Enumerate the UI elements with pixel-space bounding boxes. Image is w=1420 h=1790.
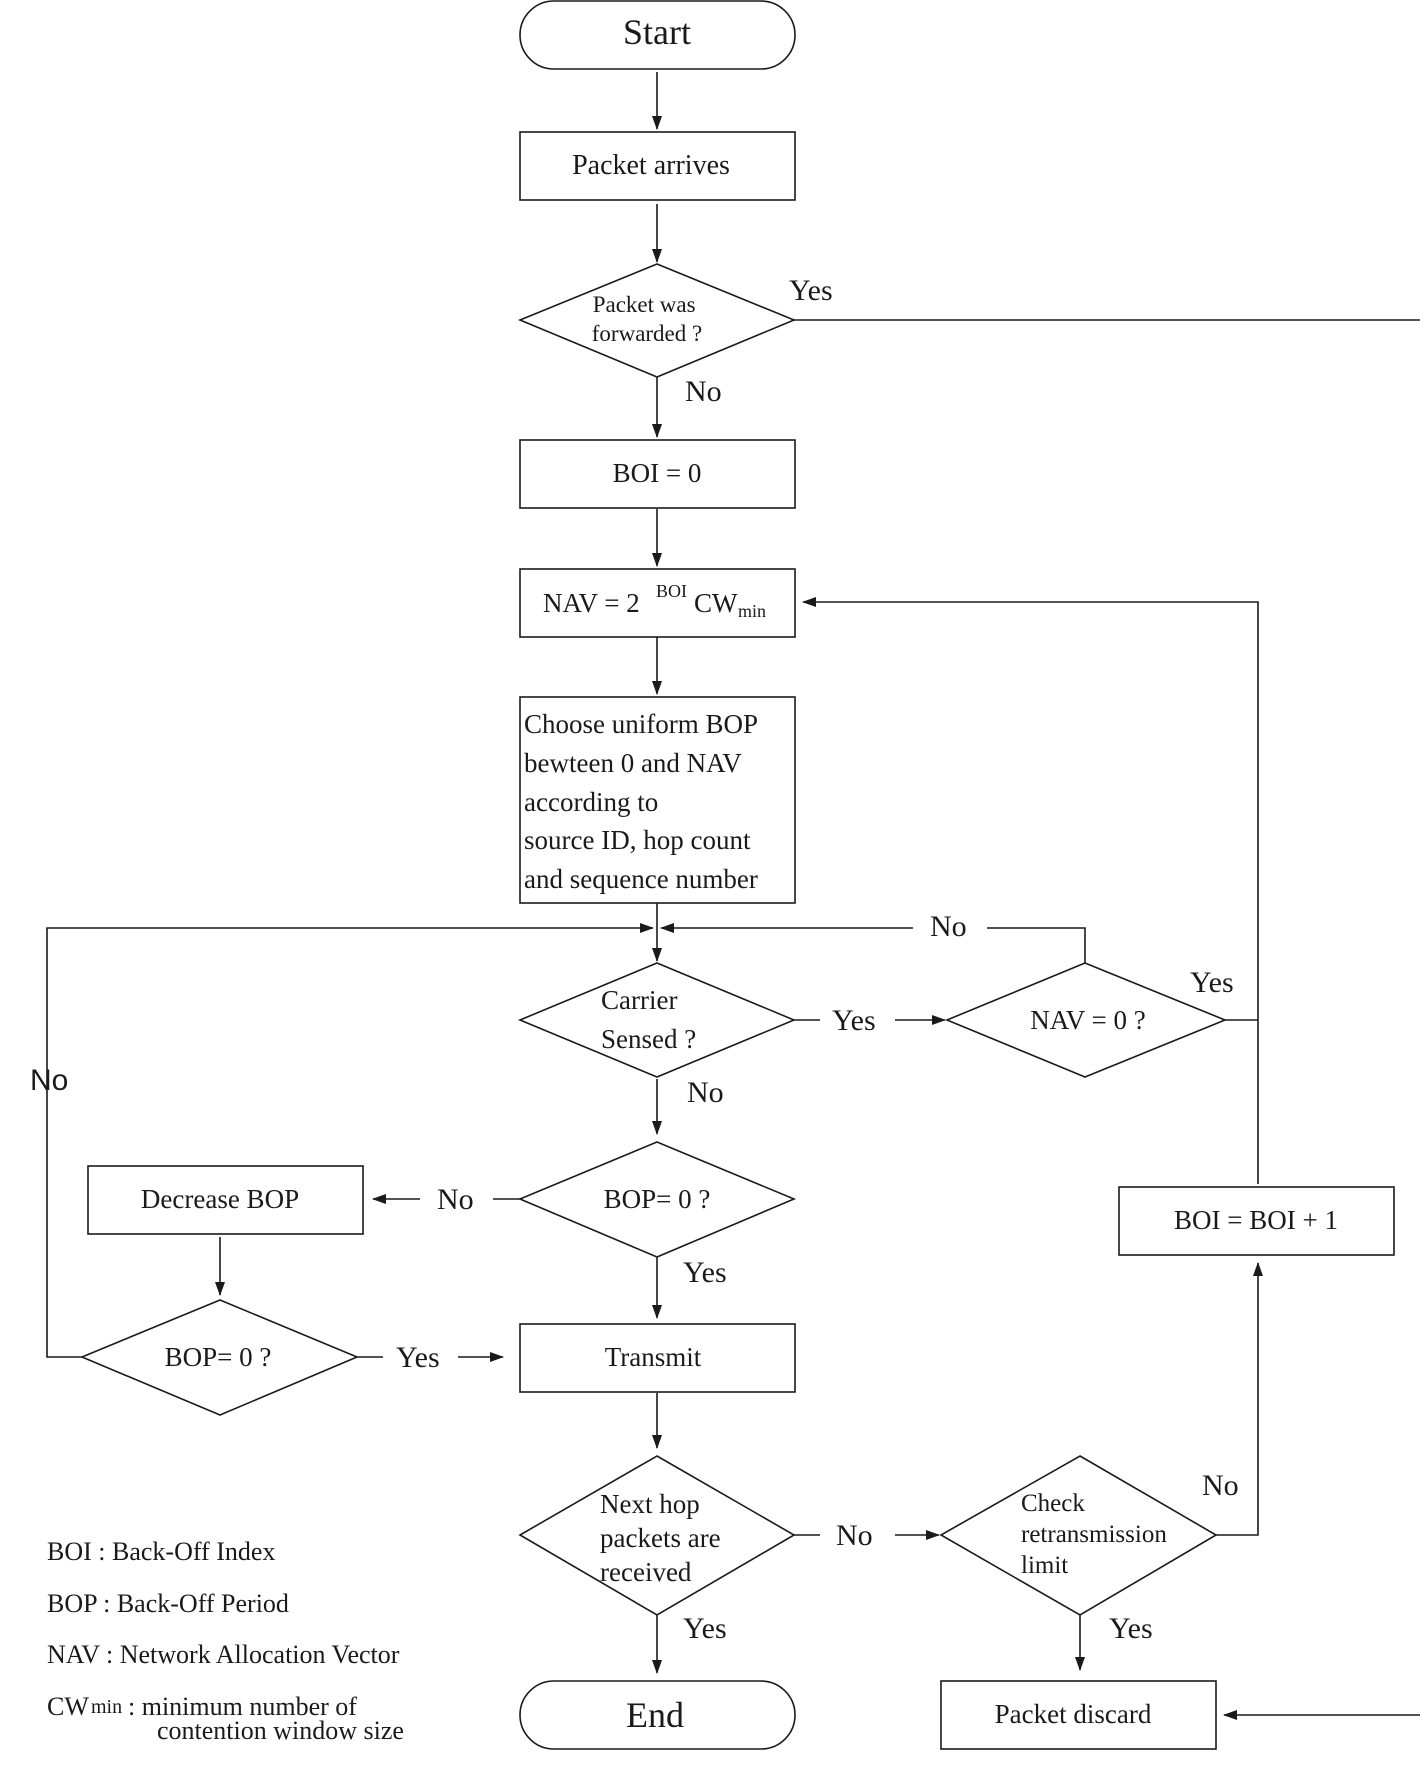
next-hop-line-2: packets are bbox=[600, 1523, 721, 1553]
bop-zero-decision-2: BOP= 0 ? bbox=[79, 1299, 360, 1416]
bop1-no-label: No bbox=[437, 1183, 474, 1216]
nav-formula-prefix: NAV = 2 bbox=[543, 588, 640, 618]
next-hop-line-3: received bbox=[600, 1557, 692, 1587]
legend-cw-desc-2: contention window size bbox=[157, 1716, 404, 1745]
nav-formula-process: NAV = 2 BOI CW min bbox=[519, 568, 796, 638]
boi-zero-label: BOI = 0 bbox=[613, 458, 702, 488]
legend-cw-term: CW bbox=[47, 1692, 89, 1721]
nav-formula-subscript: min bbox=[738, 601, 766, 621]
legend-boi: BOI : Back-Off Index bbox=[47, 1537, 275, 1566]
start-terminal: Start bbox=[519, 0, 796, 70]
next-hop-label: Next hop packets are received bbox=[600, 1489, 727, 1587]
choose-bop-line-5: and sequence number bbox=[524, 864, 758, 894]
packet-discard-process: Packet discard bbox=[940, 1680, 1217, 1750]
bop-zero-decision-1: BOP= 0 ? bbox=[517, 1141, 797, 1258]
carrier-sensed-line-2: Sensed ? bbox=[601, 1024, 696, 1054]
transmit-label: Transmit bbox=[605, 1342, 702, 1372]
check-retransmission-line-3: limit bbox=[1021, 1552, 1068, 1579]
choose-bop-line-2: bewteen 0 and NAV bbox=[524, 748, 742, 778]
nav-zero-decision: NAV = 0 ? bbox=[944, 962, 1228, 1078]
start-label: Start bbox=[623, 12, 691, 52]
choose-bop-process: Choose uniform BOP bewteen 0 and NAV acc… bbox=[519, 696, 796, 904]
boi-zero-process: BOI = 0 bbox=[519, 439, 796, 509]
packet-discard-label: Packet discard bbox=[995, 1699, 1152, 1729]
boi-increment-process: BOI = BOI + 1 bbox=[1118, 1186, 1395, 1256]
packet-arrives-process: Packet arrives bbox=[519, 131, 796, 201]
bop-zero-2-label: BOP= 0 ? bbox=[165, 1342, 272, 1372]
carrier-sensed-line-1: Carrier bbox=[601, 985, 677, 1015]
check-retransmission-decision: Check retransmission limit bbox=[939, 1455, 1218, 1616]
edge-labels: Yes No No Yes Yes No No No Yes Yes No Ye… bbox=[30, 274, 1239, 1645]
choose-bop-label: Choose uniform BOP bewteen 0 and NAV acc… bbox=[524, 709, 764, 894]
edge-retrans-no-to-boi-inc bbox=[1216, 1262, 1263, 1536]
nav-formula-superscript: BOI bbox=[656, 581, 687, 601]
check-retransmission-label: Check retransmission limit bbox=[1021, 1490, 1173, 1579]
edge-left-no-loop bbox=[46, 923, 654, 1358]
boi-increment-label: BOI = BOI + 1 bbox=[1174, 1205, 1338, 1235]
packet-forwarded-line-1: Packet was bbox=[593, 292, 696, 317]
next-hop-line-1: Next hop bbox=[600, 1489, 700, 1519]
nav-formula-cw: CW bbox=[694, 588, 738, 618]
packet-forwarded-label: Packet was forwarded ? bbox=[592, 292, 702, 346]
edge-boi-inc-to-nav bbox=[802, 597, 1259, 1184]
legend-cw-desc-1: : minimum number of bbox=[128, 1692, 357, 1721]
choose-bop-line-3: according to bbox=[524, 787, 658, 817]
legend-cw-sub: min bbox=[91, 1696, 122, 1718]
end-terminal: End bbox=[519, 1680, 796, 1750]
nav-zero-yes-label: Yes bbox=[1190, 966, 1234, 999]
choose-bop-line-4: source ID, hop count bbox=[524, 825, 751, 855]
bop-zero-1-label: BOP= 0 ? bbox=[604, 1184, 711, 1214]
legend-bop: BOP : Back-Off Period bbox=[47, 1589, 289, 1618]
choose-bop-line-1: Choose uniform BOP bbox=[524, 709, 757, 739]
carrier-no-label: No bbox=[687, 1076, 724, 1109]
bop2-yes-label: Yes bbox=[396, 1341, 440, 1374]
forwarded-yes-label: Yes bbox=[789, 274, 833, 307]
decrease-bop-process: Decrease BOP bbox=[87, 1165, 364, 1235]
carrier-sensed-decision: Carrier Sensed ? bbox=[517, 962, 797, 1078]
packet-forwarded-line-2: forwarded ? bbox=[592, 321, 702, 346]
next-hop-no-label: No bbox=[836, 1519, 873, 1552]
next-hop-decision: Next hop packets are received bbox=[518, 1455, 796, 1616]
packet-forwarded-decision: Packet was forwarded ? bbox=[517, 263, 797, 378]
decrease-bop-label: Decrease BOP bbox=[141, 1184, 299, 1214]
bop1-yes-label: Yes bbox=[683, 1256, 727, 1289]
edge-nav-zero-no-loop-right bbox=[987, 927, 1086, 963]
legend: BOI : Back-Off Index BOP : Back-Off Peri… bbox=[47, 1537, 404, 1745]
packet-arrives-label: Packet arrives bbox=[572, 150, 730, 181]
legend-cw: CW min : minimum number of contention wi… bbox=[47, 1690, 404, 1745]
left-loop-no-label: No bbox=[30, 1064, 68, 1097]
next-hop-yes-label: Yes bbox=[683, 1612, 727, 1645]
check-retransmission-line-2: retransmission bbox=[1021, 1521, 1167, 1548]
check-retransmission-line-1: Check bbox=[1021, 1490, 1085, 1517]
edges bbox=[46, 72, 1420, 1720]
retrans-yes-label: Yes bbox=[1109, 1612, 1153, 1645]
carrier-sensed-label: Carrier Sensed ? bbox=[601, 985, 696, 1054]
retrans-no-label: No bbox=[1202, 1469, 1239, 1502]
carrier-yes-label: Yes bbox=[832, 1004, 876, 1037]
nav-loop-no-label: No bbox=[930, 910, 967, 943]
forwarded-no-label: No bbox=[685, 375, 722, 408]
end-label: End bbox=[626, 1695, 684, 1735]
transmit-process: Transmit bbox=[519, 1323, 796, 1393]
nodes: Start Packet arrives Packet was forwarde… bbox=[79, 0, 1395, 1750]
nav-zero-label: NAV = 0 ? bbox=[1030, 1005, 1146, 1035]
nav-formula-label: NAV = 2 BOI CW min bbox=[543, 573, 766, 621]
legend-nav: NAV : Network Allocation Vector bbox=[47, 1640, 400, 1669]
